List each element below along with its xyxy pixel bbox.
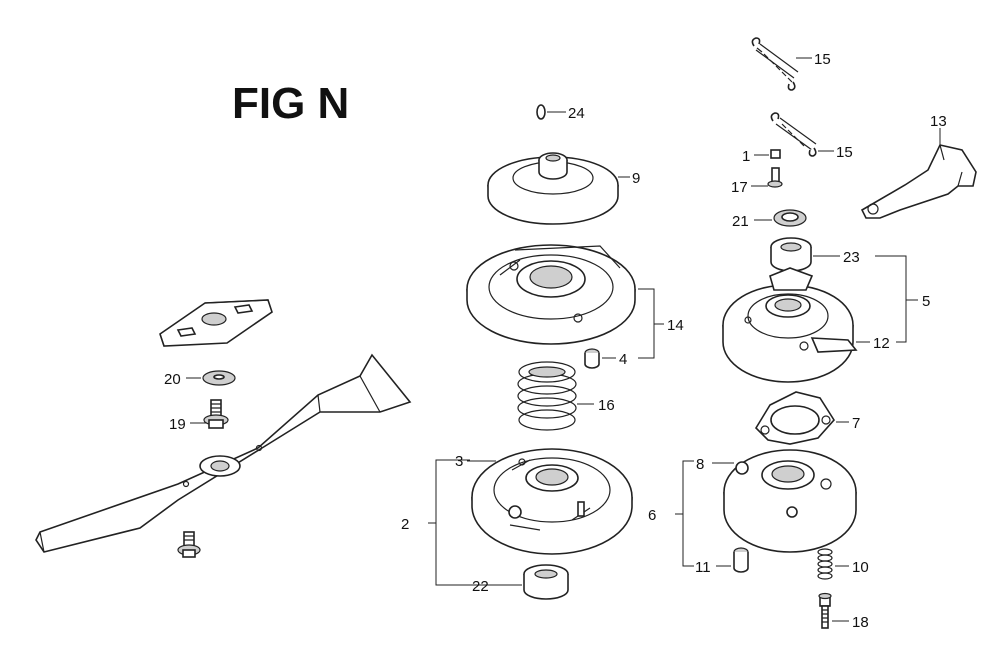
callout-10: 10 [852, 559, 869, 576]
callout-16: 16 [598, 397, 615, 414]
upper-housing-part [722, 267, 858, 383]
callout-12: 12 [873, 335, 890, 352]
callout-9: 9 [632, 170, 640, 187]
pin-part [536, 104, 546, 120]
coil-spring-part [517, 361, 577, 431]
callout-1: 1 [742, 148, 750, 165]
leader-6-bracket [682, 460, 694, 567]
callout-14: 14 [667, 317, 684, 334]
callout-19: 19 [169, 416, 186, 433]
pivot-bolt-part [767, 167, 783, 188]
leader-14 [638, 288, 655, 359]
callout-23: 23 [843, 249, 860, 266]
callout-6: 6 [648, 507, 656, 524]
tension-spring-top-part [751, 37, 799, 91]
callout-3: 3 [455, 453, 463, 470]
callout-24: 24 [568, 105, 585, 122]
spacer-part [733, 547, 749, 573]
callout-11: 11 [695, 559, 711, 576]
callout-18: 18 [852, 614, 869, 631]
collar-part [773, 209, 807, 227]
housing-bearing-part [770, 237, 812, 272]
callout-21: 21 [732, 213, 749, 230]
stud-bolt-part [818, 592, 832, 629]
callout-15a: 15 [814, 51, 831, 68]
lever-arm-part [860, 144, 977, 219]
callout-20: 20 [164, 371, 181, 388]
gasket-part [754, 391, 835, 445]
callout-13: 13 [930, 113, 947, 130]
mower-blade-part [35, 353, 412, 553]
callout-17: 17 [731, 179, 748, 196]
bearing-part [523, 564, 569, 600]
blade-bolt-part [203, 399, 229, 429]
callout-7: 7 [852, 415, 860, 432]
clutch-plate-part [471, 448, 633, 555]
blade-adapter-part [159, 299, 273, 347]
lower-housing-part [723, 449, 857, 553]
callout-5: 5 [922, 293, 930, 310]
nut-part [770, 149, 781, 159]
blade-bottom-bolt-part [177, 531, 201, 558]
leader-5-bracket [875, 255, 907, 343]
tension-spring-lower-part [770, 112, 817, 157]
callout-22: 22 [472, 578, 489, 595]
brake-disc-part [466, 244, 636, 345]
pulley-disc-part [487, 152, 619, 225]
callout-2: 2 [401, 516, 409, 533]
figure-title: FIG N [232, 79, 349, 128]
compression-spring-part [817, 548, 833, 580]
washer-part [202, 370, 236, 386]
callout-8: 8 [696, 456, 704, 473]
callout-4: 4 [619, 351, 627, 368]
callout-15b: 15 [836, 144, 853, 161]
bushing-part [584, 348, 600, 369]
